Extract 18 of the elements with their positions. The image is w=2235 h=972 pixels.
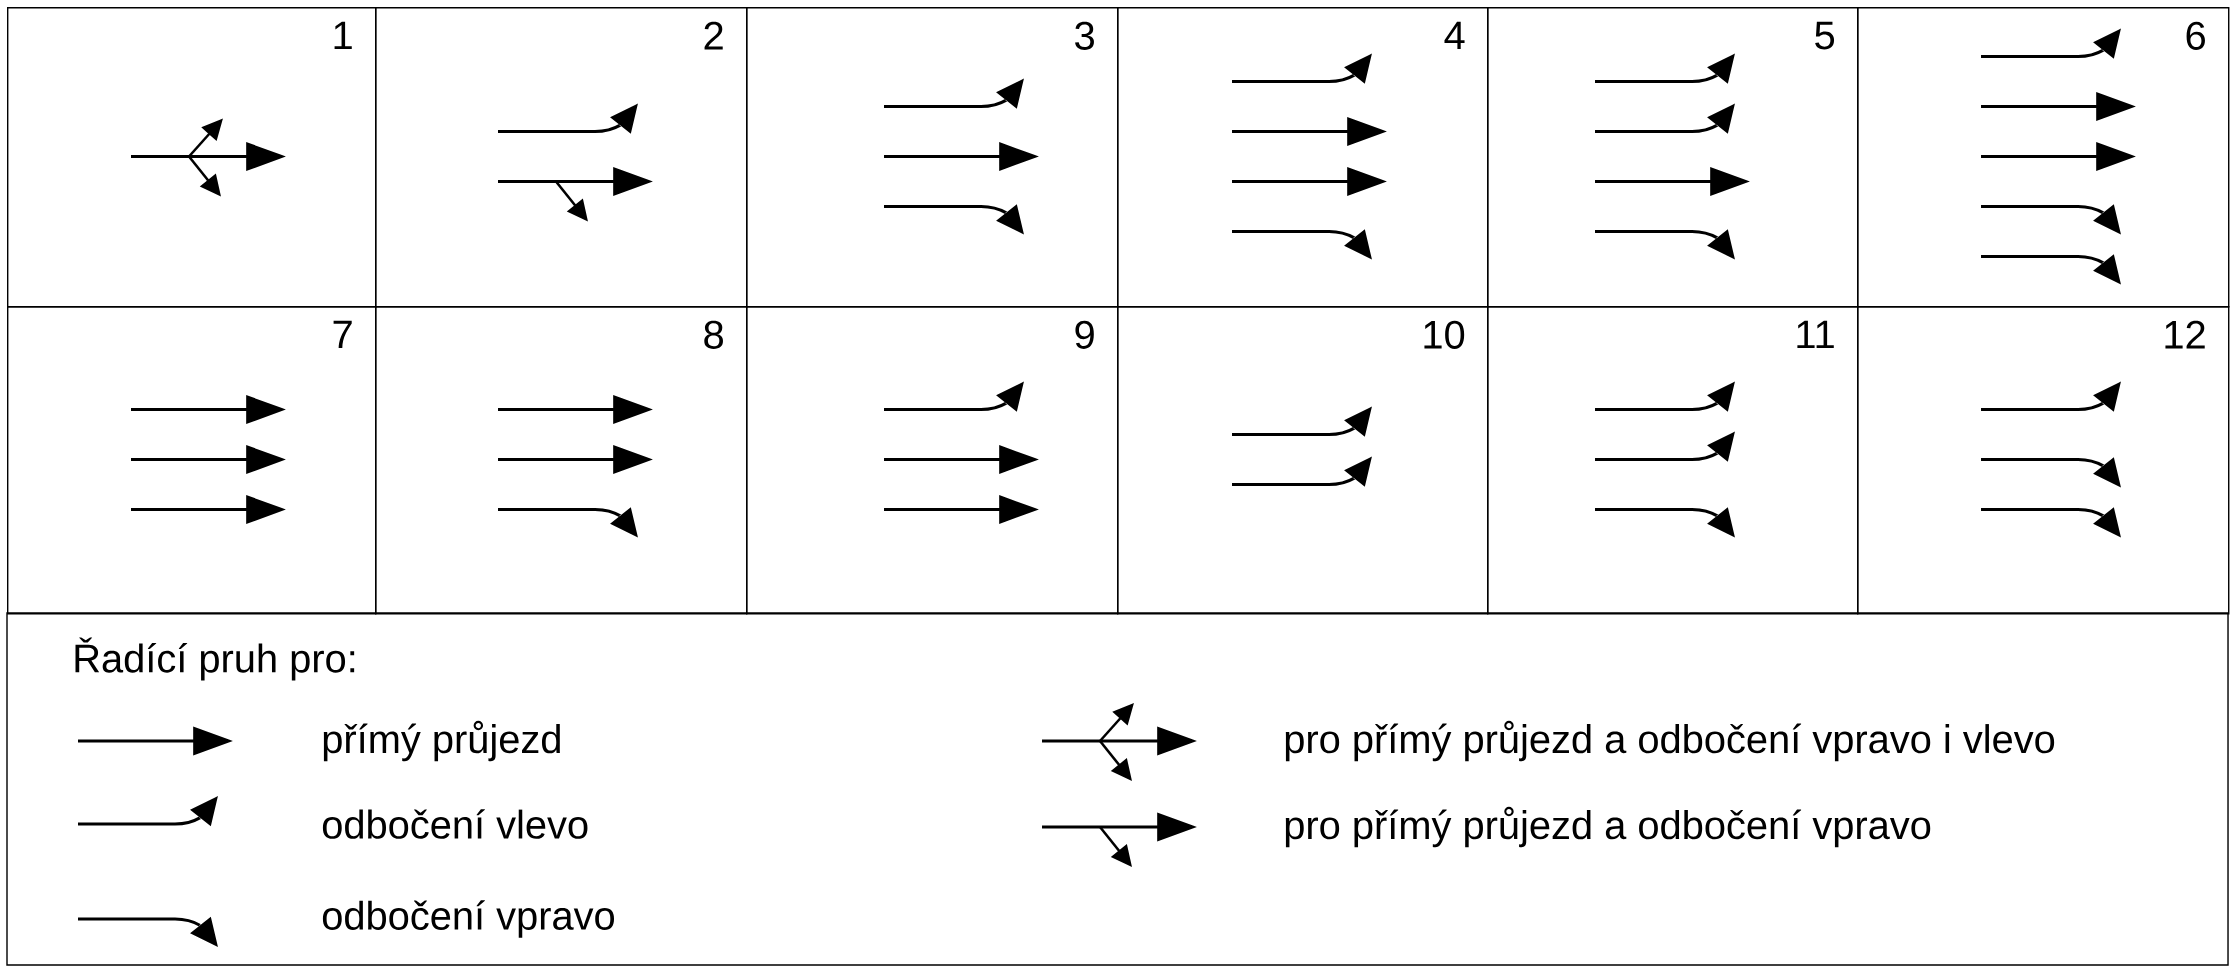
table-cell: 2 bbox=[375, 7, 748, 308]
legend-text: odbočení vlevo bbox=[322, 809, 588, 839]
table-cell: 12 bbox=[1857, 306, 2230, 615]
table-cell: 3 bbox=[746, 7, 1119, 308]
table-cell: 5 bbox=[1487, 7, 1859, 308]
table-cell: 1 bbox=[7, 7, 377, 308]
legend-text: pro přímý průjezd a odbočení vpravo i vlevo bbox=[1285, 720, 2055, 762]
table-cell: 6 bbox=[1857, 7, 2230, 308]
legend-text: pro přímý průjezd a odbočení vpravo bbox=[1285, 806, 1931, 848]
table-cell: 8 bbox=[375, 306, 748, 615]
legend-text: přímý průjezd bbox=[323, 720, 560, 762]
table-cell: 7 bbox=[7, 306, 377, 615]
table-cell: 11 bbox=[1487, 306, 1859, 615]
table-cell: 9 bbox=[746, 306, 1119, 615]
legend-text: odbočení vpravo bbox=[322, 900, 614, 938]
legend-heading: Řadící pruh pro: bbox=[75, 637, 355, 681]
table-cell: 4 bbox=[1117, 7, 1489, 308]
table-cell: 10 bbox=[1117, 306, 1489, 615]
